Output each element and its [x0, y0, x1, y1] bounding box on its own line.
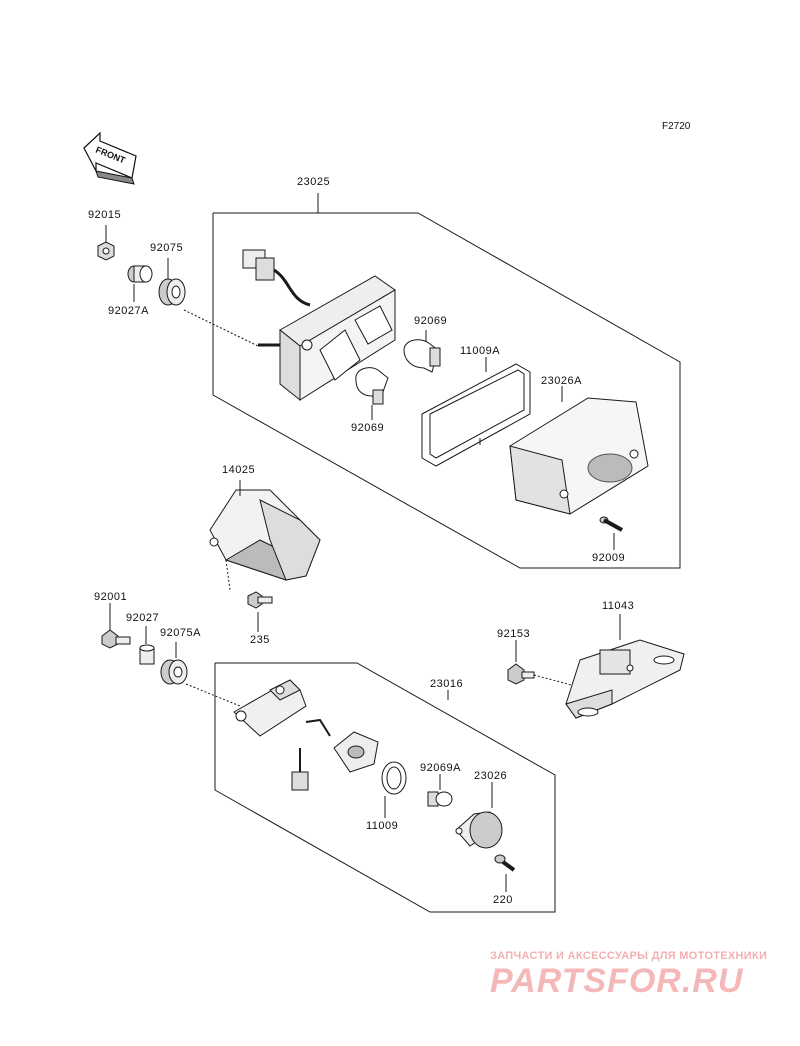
lens-23026A	[509, 397, 649, 515]
screw-220	[494, 854, 516, 872]
lens-23026	[455, 811, 503, 849]
gasket-11009	[381, 761, 407, 795]
label-23026A: 23026A	[541, 375, 582, 387]
bolt-92001	[101, 629, 131, 649]
label-23016: 23016	[430, 678, 464, 690]
label-92015: 92015	[88, 209, 122, 221]
label-14025: 14025	[222, 464, 256, 476]
collar-92027	[139, 644, 155, 665]
label-92069-lower: 92069	[351, 422, 385, 434]
label-11009: 11009	[366, 820, 399, 832]
label-92009: 92009	[592, 552, 626, 564]
bolt-92153	[507, 663, 535, 685]
bulb-92069A	[427, 791, 453, 807]
bulb-92069-upper	[403, 339, 441, 373]
label-92075: 92075	[150, 242, 184, 254]
grommet-92075A	[160, 659, 188, 685]
gasket-11009A	[421, 363, 531, 467]
label-92027A: 92027A	[108, 305, 149, 317]
watermark-tagline: ЗАПЧАСТИ И АКСЕССУАРЫ ДЛЯ МОТОТЕХНИКИ	[490, 950, 768, 962]
bulb-92069-lower	[355, 367, 389, 405]
screw-92009	[599, 516, 623, 532]
figure-code: F2720	[662, 121, 691, 132]
bracket-11043	[565, 639, 685, 719]
label-92075A: 92075A	[160, 627, 201, 639]
label-92069A: 92069A	[420, 762, 461, 774]
watermark-logo: PARTSFOR.RU	[490, 962, 744, 1000]
label-92069-upper: 92069	[414, 315, 448, 327]
collar-92027A	[127, 265, 153, 283]
label-23025: 23025	[297, 176, 331, 188]
label-220: 220	[493, 894, 513, 906]
label-11009A: 11009A	[460, 345, 501, 357]
label-92153: 92153	[497, 628, 531, 640]
label-92027: 92027	[126, 612, 160, 624]
grommet-92075	[158, 278, 186, 306]
tail-lamp-housing	[242, 249, 396, 402]
group-outline-23025	[212, 212, 681, 569]
label-23026: 23026	[474, 770, 508, 782]
label-11043: 11043	[602, 600, 635, 612]
front-arrow-icon	[83, 131, 137, 185]
label-92001: 92001	[94, 591, 128, 603]
license-lamp-bracket	[233, 679, 379, 791]
bolt-235	[247, 591, 273, 609]
label-235: 235	[250, 634, 270, 646]
nut-92015	[97, 241, 115, 261]
group-outline-23016	[214, 662, 556, 913]
cover-14025	[209, 489, 321, 581]
